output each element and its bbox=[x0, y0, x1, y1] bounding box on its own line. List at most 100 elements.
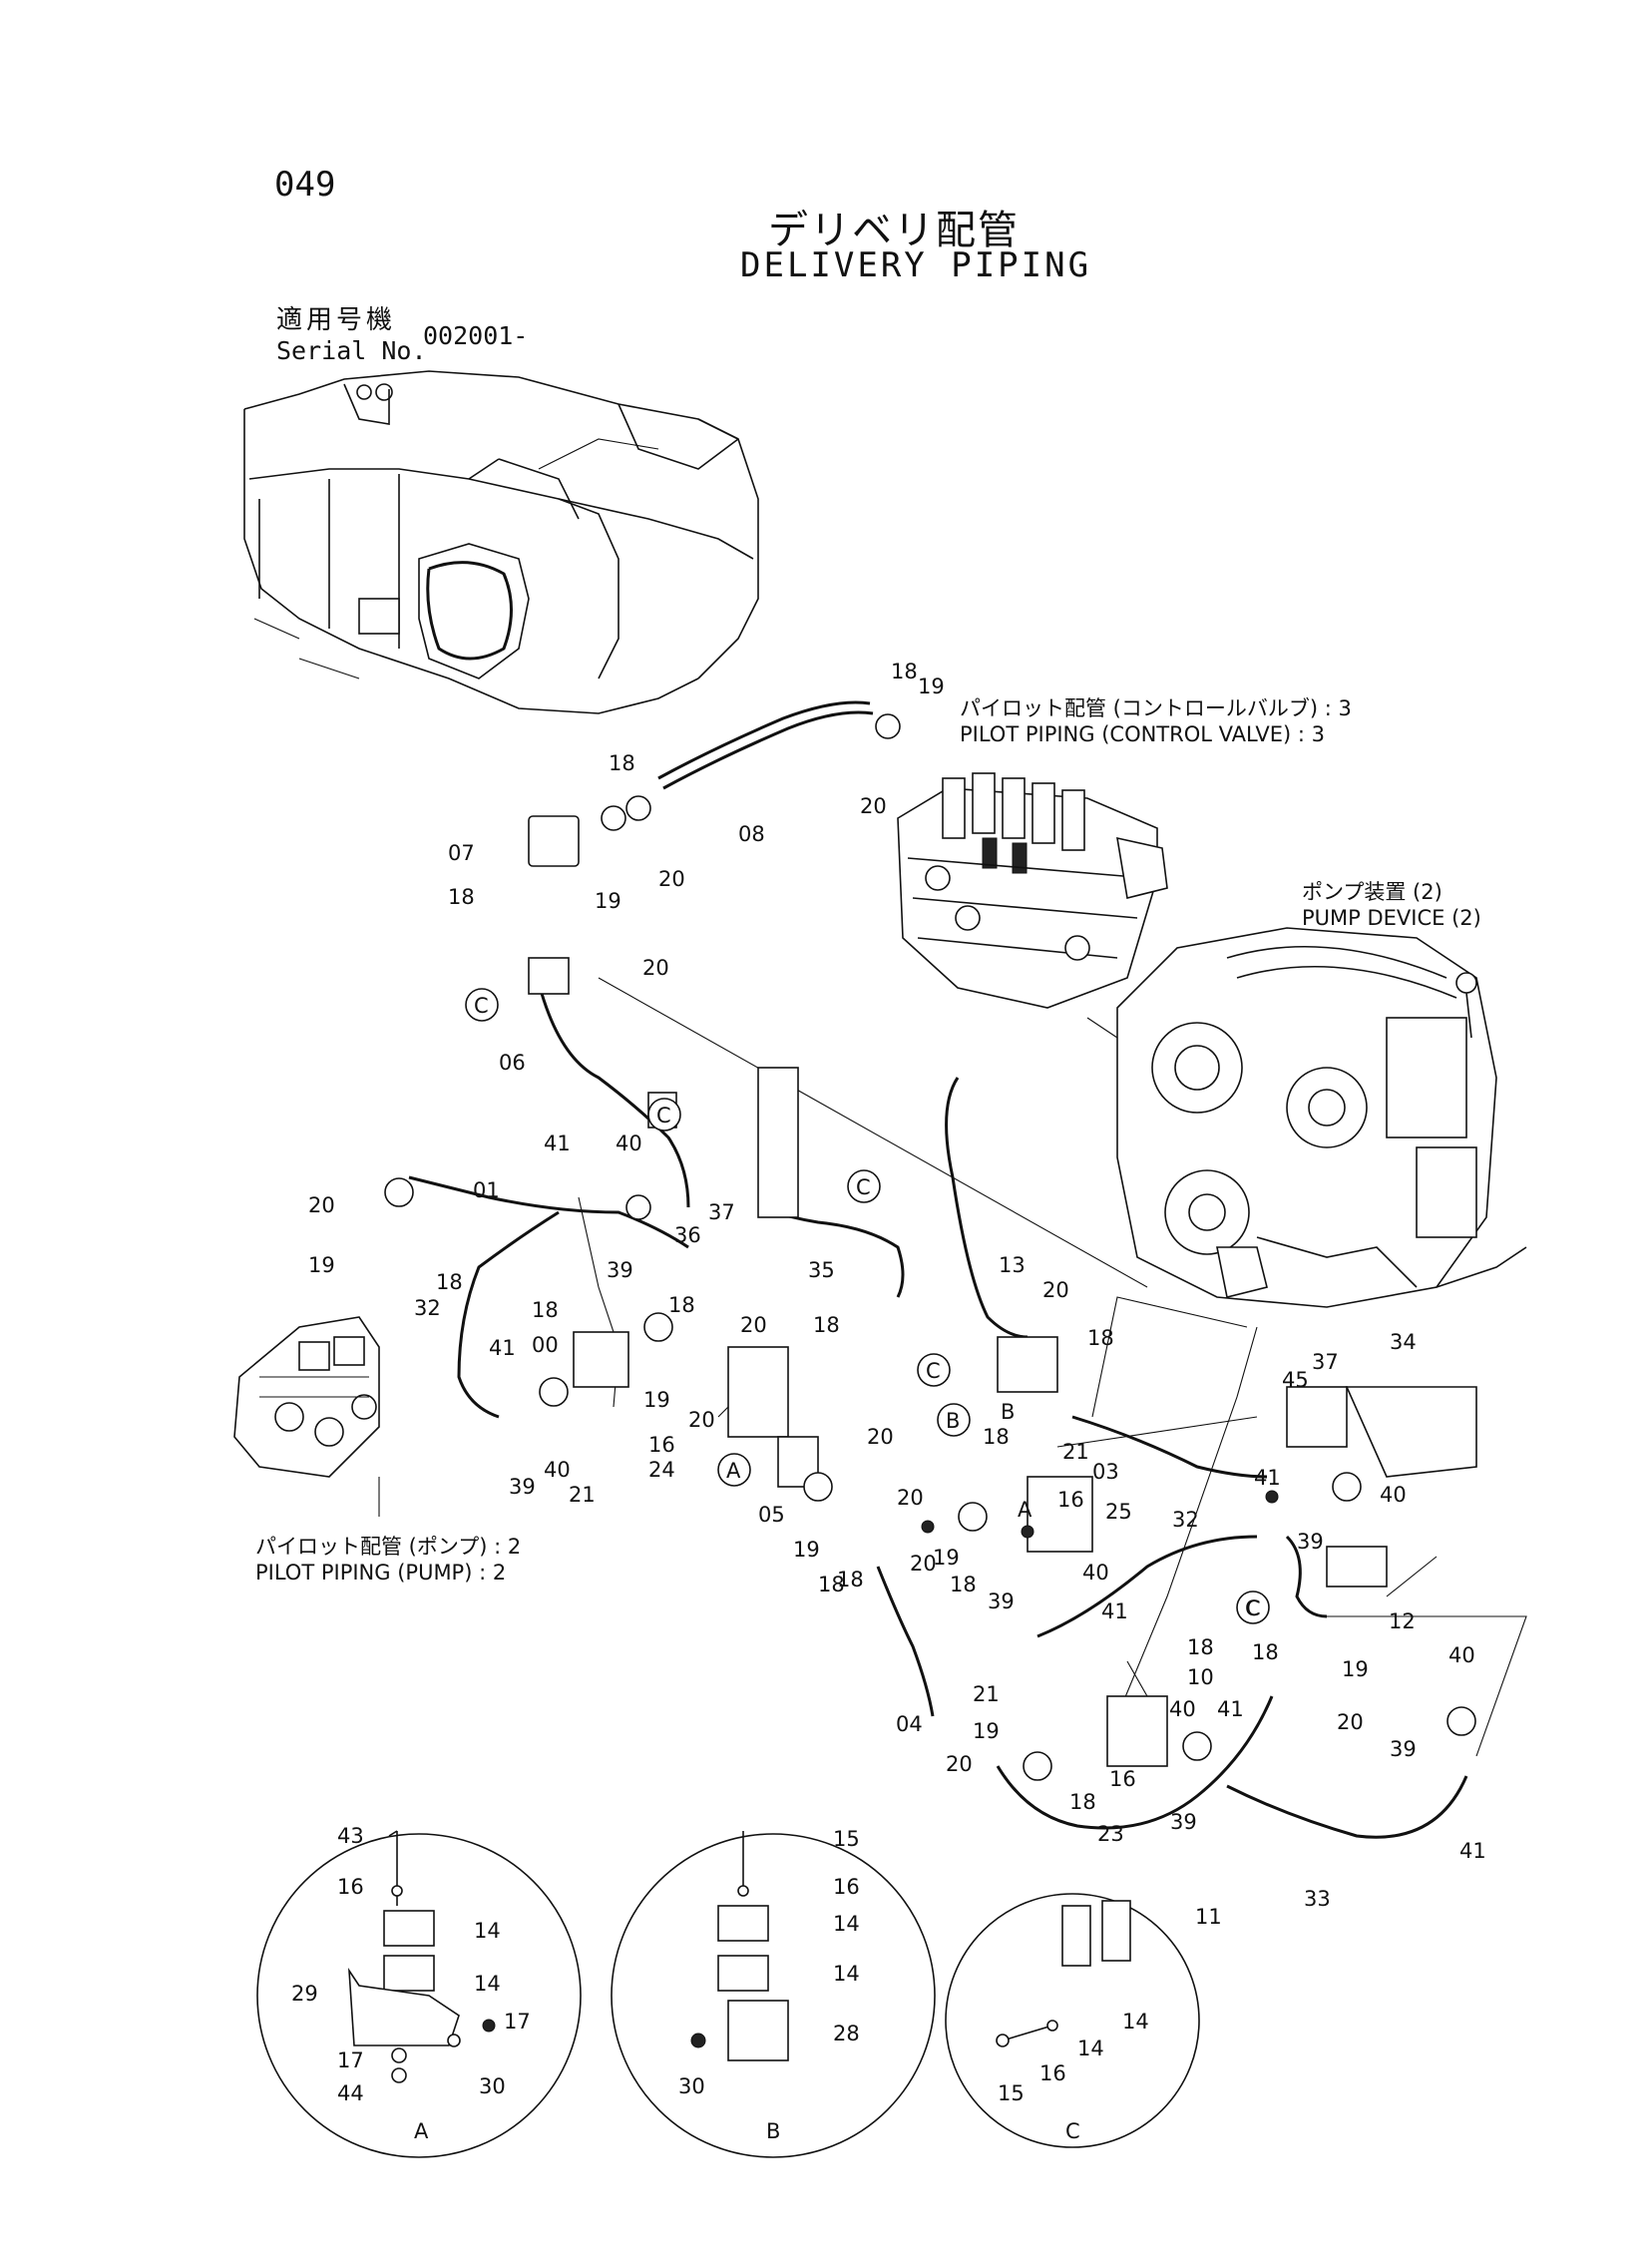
part-label: 39 bbox=[1390, 1737, 1417, 1761]
title-japanese: デリベリ配管 bbox=[768, 208, 1020, 253]
part-label: 04 bbox=[896, 1712, 923, 1736]
title-english: DELIVERY PIPING bbox=[740, 245, 1092, 285]
detail-b-label-30: 30 bbox=[678, 2074, 705, 2098]
part-label: 41 bbox=[1459, 1839, 1486, 1863]
callout-pilot-cv-jp: パイロット配管 (コントロールバルブ) : 3 bbox=[960, 696, 1352, 720]
part-label: 19 bbox=[1342, 1657, 1369, 1681]
section-marker-c-4: C bbox=[917, 1353, 951, 1387]
part-label: 41 bbox=[1101, 1599, 1128, 1623]
part-label: 18 bbox=[668, 1293, 695, 1317]
part-label: 39 bbox=[509, 1475, 536, 1499]
detail-b-label-14b: 14 bbox=[833, 1962, 860, 1986]
detail-a-label-17: 17 bbox=[504, 2010, 531, 2034]
detail-b-label-15: 15 bbox=[833, 1827, 860, 1851]
serial-label-english: Serial No. bbox=[276, 336, 427, 365]
part-label: 20 bbox=[897, 1486, 924, 1510]
part-label: 16 bbox=[648, 1433, 675, 1457]
svg-text:C: C bbox=[474, 994, 489, 1018]
detail-b-label-14: 14 bbox=[833, 1912, 860, 1936]
detail-b-label-28: 28 bbox=[833, 2022, 860, 2045]
part-label: 21 bbox=[569, 1483, 596, 1507]
part-label: 35 bbox=[808, 1258, 835, 1282]
detail-a-caption: A bbox=[414, 2119, 429, 2143]
section-marker-c-2: C bbox=[647, 1098, 681, 1132]
part-label: 39 bbox=[1170, 1810, 1197, 1834]
part-label: 12 bbox=[1389, 1609, 1416, 1633]
page-number: 049 bbox=[274, 165, 336, 205]
part-label: 00 bbox=[532, 1333, 559, 1357]
svg-text:C: C bbox=[1245, 1596, 1260, 1620]
hoses-and-pipes bbox=[408, 700, 1527, 1839]
part-label: 18 bbox=[609, 751, 635, 775]
detail-a-label-16: 16 bbox=[337, 1875, 364, 1899]
part-label: 11 bbox=[1195, 1905, 1222, 1929]
part-label: 39 bbox=[1297, 1530, 1324, 1554]
callout-pump-en: PUMP DEVICE (2) bbox=[1302, 906, 1481, 930]
part-label: 18 bbox=[532, 1298, 559, 1322]
part-label: 20 bbox=[1042, 1278, 1069, 1302]
pilot-pump-valve-assembly bbox=[233, 1316, 380, 1517]
part-label: 41 bbox=[1217, 1697, 1244, 1721]
detail-a-label-43: 43 bbox=[337, 1824, 364, 1848]
machine-body-sketch bbox=[243, 370, 759, 714]
pump-device-assembly bbox=[1116, 927, 1527, 1308]
part-label: 07 bbox=[448, 841, 475, 865]
svg-text:C: C bbox=[656, 1104, 671, 1128]
part-labels: 18 19 20 18 19 20 07 18 08 20 06 41 40 2… bbox=[308, 660, 1486, 1929]
detail-c-caption: C bbox=[1065, 2119, 1080, 2143]
part-label: 01 bbox=[473, 1178, 500, 1202]
control-valve-assembly bbox=[897, 772, 1168, 1009]
part-label: 18 bbox=[448, 885, 475, 909]
part-label: 16 bbox=[1109, 1767, 1136, 1791]
part-label: 41 bbox=[489, 1336, 516, 1360]
part-label: 18 bbox=[983, 1425, 1010, 1449]
part-label: 20 bbox=[642, 956, 669, 980]
part-label: 18 bbox=[837, 1568, 864, 1591]
part-label: 19 bbox=[595, 889, 621, 913]
detail-a-label-44: 44 bbox=[337, 2081, 364, 2105]
part-label: B bbox=[1001, 1400, 1015, 1424]
section-marker-a: A bbox=[717, 1453, 751, 1487]
part-label: 16 bbox=[1057, 1488, 1084, 1512]
callout-pilot-pump-jp: パイロット配管 (ポンプ) : 2 bbox=[255, 1535, 522, 1559]
part-label: 32 bbox=[414, 1296, 441, 1320]
section-marker-c-1: C bbox=[465, 988, 499, 1022]
part-label: 20 bbox=[688, 1408, 715, 1432]
part-label: 39 bbox=[988, 1589, 1015, 1613]
part-label: 19 bbox=[793, 1538, 820, 1562]
part-label: 10 bbox=[1187, 1665, 1214, 1689]
detail-c-label-16: 16 bbox=[1039, 2061, 1066, 2085]
part-label: 19 bbox=[308, 1253, 335, 1277]
part-label: 40 bbox=[1448, 1643, 1475, 1667]
part-label: 34 bbox=[1390, 1330, 1417, 1354]
section-marker-c-3: C bbox=[847, 1169, 881, 1203]
part-label: 40 bbox=[1082, 1561, 1109, 1585]
part-label: 20 bbox=[860, 794, 887, 818]
section-marker-c-5: C bbox=[1236, 1590, 1270, 1624]
section-markers: C C C C C B A bbox=[465, 988, 1270, 1624]
part-label: 05 bbox=[758, 1503, 785, 1527]
serial-label-japanese: 適用号機 bbox=[276, 305, 397, 335]
part-label: 37 bbox=[1312, 1350, 1339, 1374]
detail-c-label-15: 15 bbox=[998, 2081, 1025, 2105]
detail-view-b: 15 16 14 14 28 30 B bbox=[611, 1827, 936, 2158]
section-marker-b: B bbox=[937, 1403, 971, 1437]
part-label: 41 bbox=[544, 1132, 571, 1155]
detail-a-label-14b: 14 bbox=[474, 1972, 501, 1996]
part-label: 19 bbox=[933, 1546, 960, 1570]
detail-a-label-29: 29 bbox=[291, 1982, 318, 2006]
part-label: 33 bbox=[1304, 1887, 1331, 1911]
part-label: 08 bbox=[738, 822, 765, 846]
part-label: 18 bbox=[1187, 1635, 1214, 1659]
part-label: A bbox=[1018, 1498, 1032, 1522]
part-label: 19 bbox=[643, 1388, 670, 1412]
part-label: 18 bbox=[1087, 1326, 1114, 1350]
part-label: 03 bbox=[1092, 1460, 1119, 1484]
part-label: 19 bbox=[973, 1719, 1000, 1743]
detail-view-a: 43 16 14 14 29 17 17 44 30 A bbox=[256, 1824, 582, 2158]
detail-c-label-14b: 14 bbox=[1122, 2010, 1149, 2034]
part-label: 18 bbox=[950, 1573, 977, 1596]
part-label: 20 bbox=[658, 867, 685, 891]
